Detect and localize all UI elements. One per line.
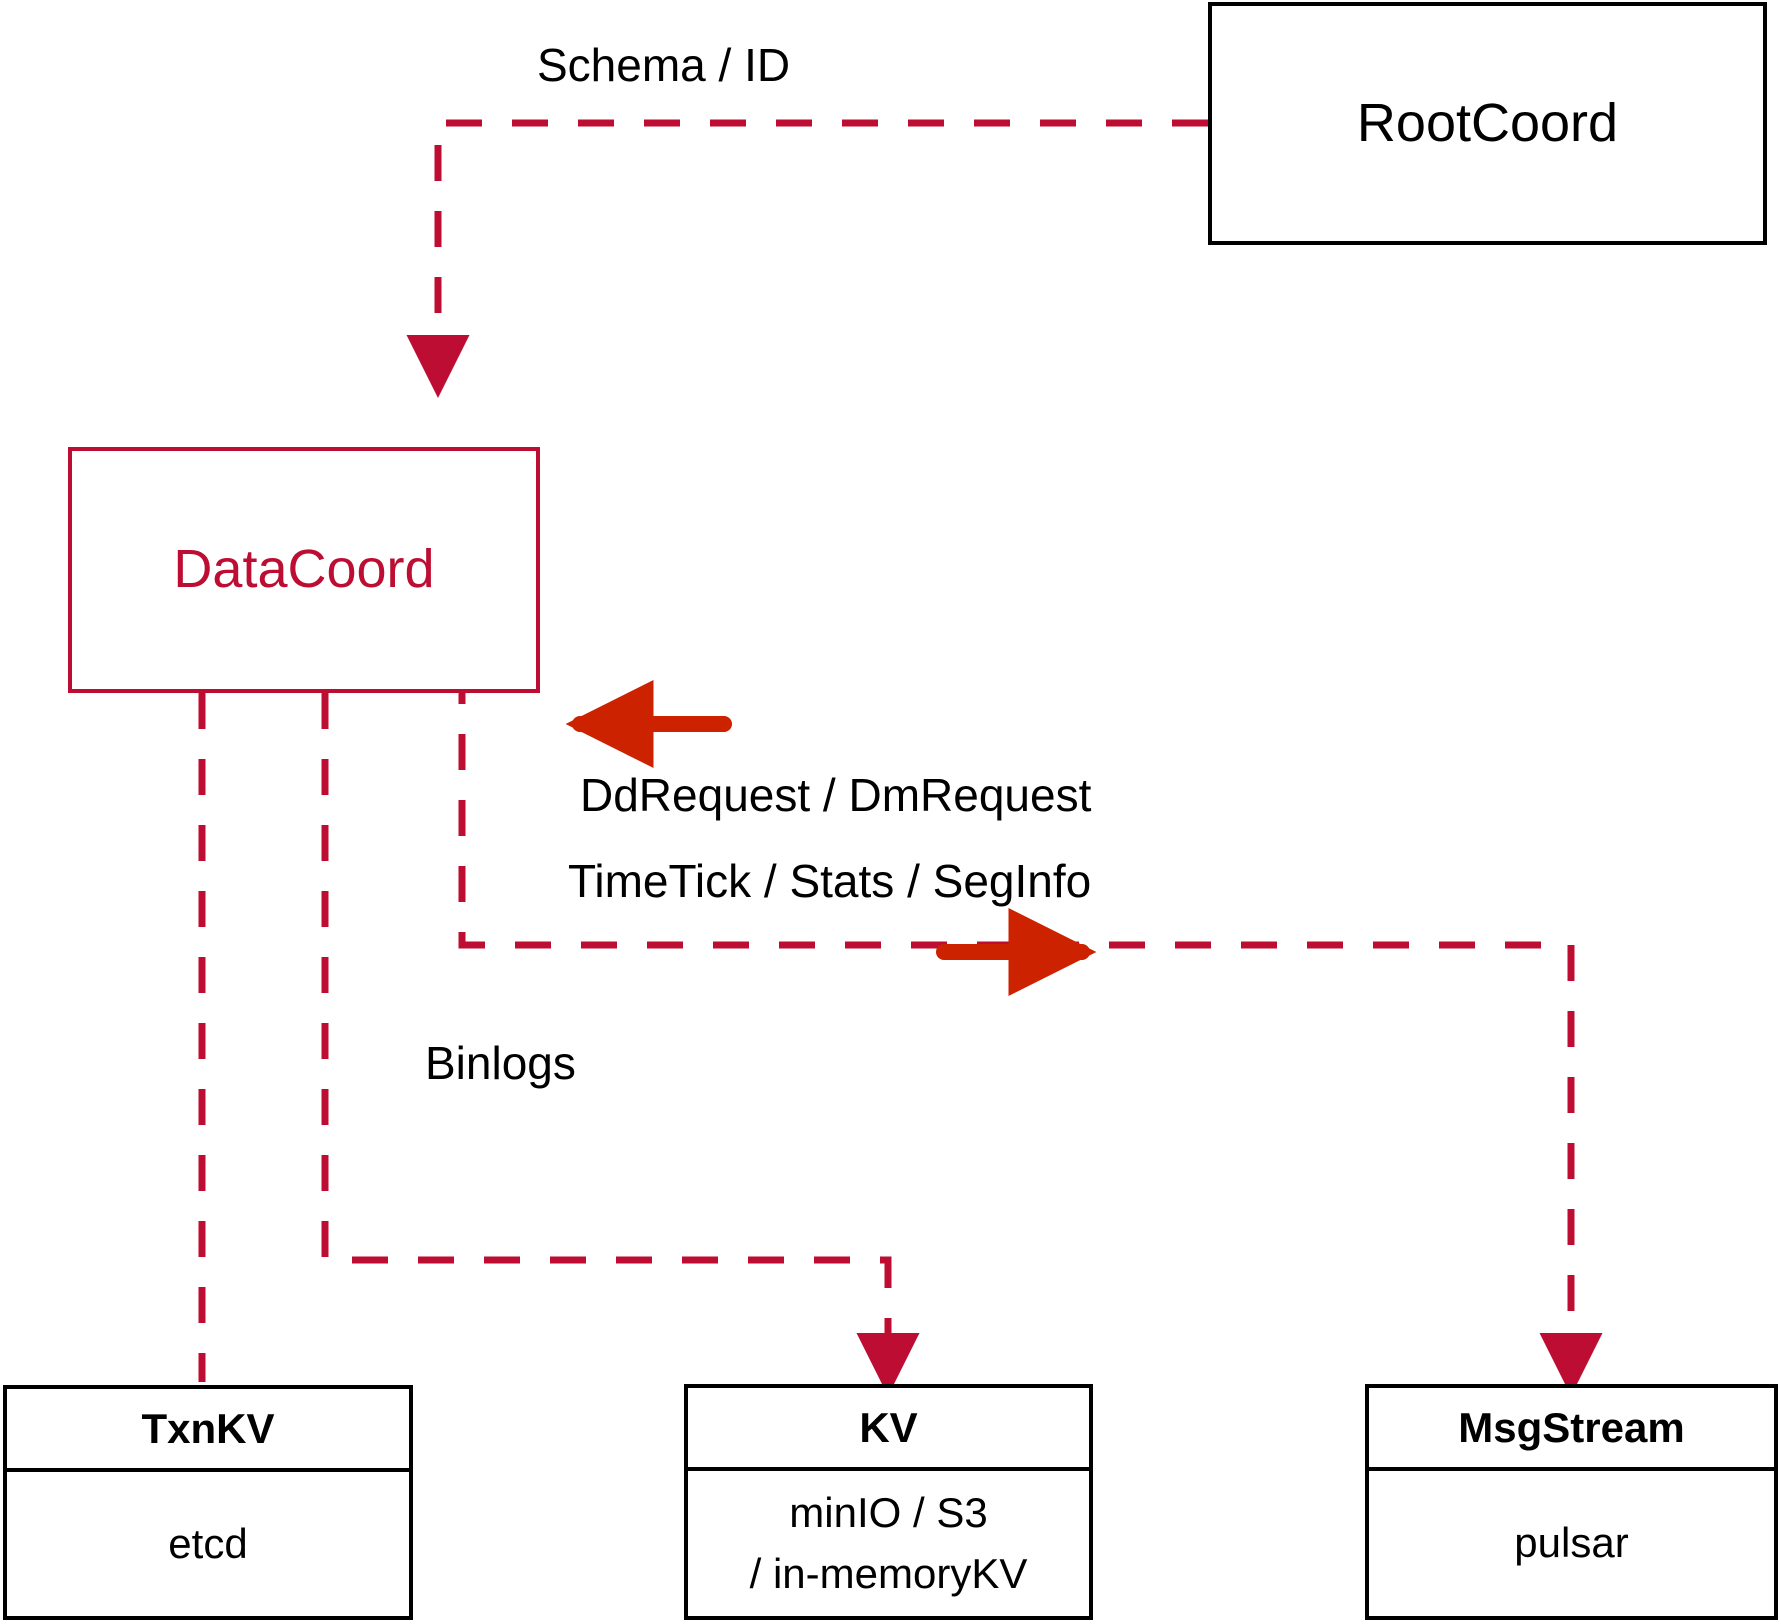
node-txnkv-header: TxnKV [7,1389,409,1472]
node-msgstream[interactable]: MsgStream pulsar [1365,1384,1778,1620]
connector-binlogs [321,693,920,1396]
node-msgstream-body-line-1: pulsar [1514,1519,1629,1567]
node-kv-body-line-1: minIO / S3 [789,1488,988,1536]
node-txnkv-body-line-1: etcd [168,1519,248,1567]
node-txnkv[interactable]: TxnKV etcd [3,1385,413,1620]
node-kv-body-line-2: / in-memoryKV [749,1549,1028,1597]
node-kv-body: minIO / S3 / in-memoryKV [688,1471,1089,1616]
connector-msgstream [430,633,1603,1396]
node-kv-header: KV [688,1388,1089,1471]
node-rootcoord[interactable]: RootCoord [1208,2,1767,245]
node-datacoord[interactable]: DataCoord [68,447,540,693]
edge-label-schema-id: Schema / ID [537,39,791,91]
node-rootcoord-label: RootCoord [1356,92,1619,153]
edge-label-binlogs: Binlogs [425,1037,576,1089]
node-kv[interactable]: KV minIO / S3 / in-memoryKV [684,1384,1093,1620]
node-msgstream-body: pulsar [1369,1471,1774,1616]
edge-label-dd-dm-request: DdRequest / DmRequest [580,769,1092,821]
node-datacoord-label: DataCoord [173,539,435,600]
edge-label-timetick-stats-seginfo: TimeTick / Stats / SegInfo [568,855,1092,907]
connector-schema-id [406,119,1208,398]
node-txnkv-body: etcd [7,1472,409,1616]
node-msgstream-header: MsgStream [1369,1388,1774,1471]
